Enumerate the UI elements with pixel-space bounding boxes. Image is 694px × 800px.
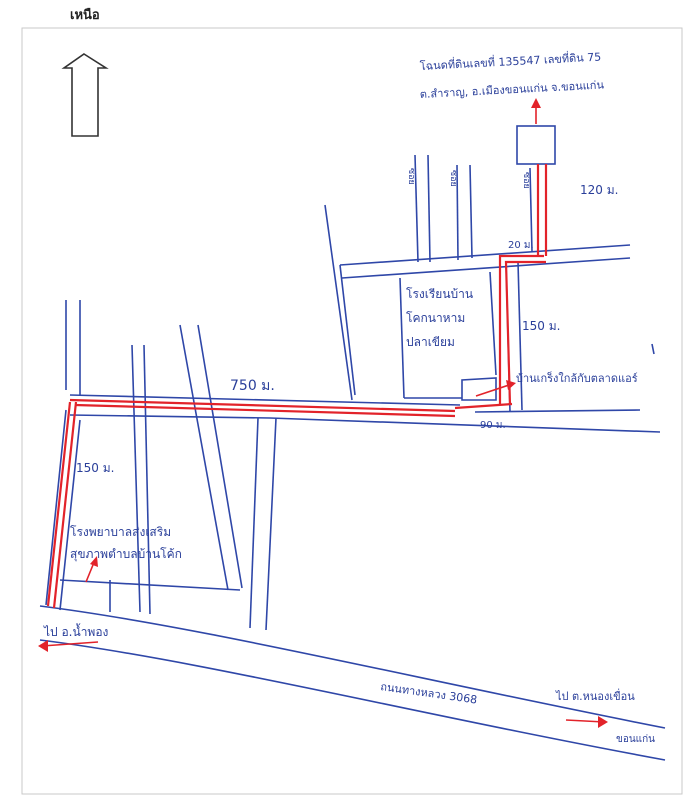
main-road-bottom — [69, 414, 661, 433]
upper-road-top — [339, 244, 631, 266]
school-road-w — [399, 277, 405, 399]
hospital-label-line2: สุขภาพตำบลบ้านโค้ก — [70, 547, 182, 562]
shop-box — [461, 377, 497, 401]
school-label-line3: ปลาเขียม — [406, 335, 455, 349]
north-arrow-icon — [61, 53, 109, 137]
soi-2-w — [456, 164, 459, 261]
route-main-segment-2 — [74, 403, 456, 418]
highway-bottom-edge — [39, 639, 666, 761]
main-road-top — [69, 394, 461, 406]
center-road-e — [265, 417, 277, 631]
soi-3-w — [529, 167, 533, 253]
mid-road-a — [131, 344, 141, 613]
left-road-e — [59, 419, 81, 611]
road-east-extension — [474, 409, 641, 413]
distance-150m-left: 150 ม. — [76, 461, 114, 475]
school-road-e — [489, 271, 497, 376]
distance-750m: 750 ม. — [230, 378, 275, 394]
arrow-right-shaft — [565, 719, 605, 723]
highway-top-edge — [39, 605, 666, 729]
upper-road-w2 — [339, 264, 356, 396]
diagonal-road-b — [197, 324, 243, 589]
soi-label-1: ซอย — [406, 168, 416, 185]
road-name-label: ถนนทางหลวง 3068 — [380, 680, 478, 706]
map-border — [21, 27, 683, 795]
arrow-left-icon — [38, 640, 48, 652]
upper-road-w1 — [324, 204, 353, 401]
soi-1-w — [414, 154, 419, 263]
left-road-w — [45, 409, 67, 606]
arrow-up-icon — [531, 98, 541, 108]
hospital-block-top — [59, 579, 241, 591]
hospital-label-line1: โรงพยาบาลส่งเสริม — [70, 525, 171, 539]
soi-2-e — [469, 164, 473, 259]
distance-20m: 20 ม. — [508, 240, 534, 251]
mid-road-b — [143, 344, 151, 615]
diagonal-road-a — [179, 324, 229, 591]
shop-label: บ้านเกร็งใกล้กับตลาดแอร์ — [516, 371, 638, 385]
destination-plot — [516, 125, 556, 165]
school-label-line2: โคกนาหาม — [406, 311, 465, 325]
destination-label-line1: โฉนดที่ดินเลขที่ 135547 เลขที่ดิน 75 — [419, 49, 601, 73]
road-network — [39, 125, 666, 761]
east-road-e — [517, 261, 523, 411]
school-label-line1: โรงเรียนบ้าน — [406, 287, 473, 301]
arrow-right-icon — [598, 716, 608, 728]
to-right-label-line1: ไป ต.หนองเขื่อน — [555, 688, 635, 703]
to-left-label: ไป อ.น้ำพอง — [43, 623, 108, 639]
hospital-arrow-icon — [90, 556, 98, 567]
distance-150m-right: 150 ม. — [522, 319, 560, 333]
soi-label-3: ซอย — [521, 172, 531, 189]
arrow-left-shaft — [41, 641, 99, 647]
destination-label-line2: ต.สำราญ, อ.เมืองขอนแก่น จ.ขอนแก่น — [419, 78, 604, 101]
route-path — [46, 164, 548, 609]
route-east-segment-2 — [504, 260, 546, 406]
soi-1-e — [427, 154, 431, 263]
north-label: เหนือ — [70, 8, 100, 23]
distance-120m: 120 ม. — [580, 183, 618, 197]
distance-90m: 90 ม. — [480, 420, 506, 431]
center-road-w — [249, 417, 259, 629]
upper-road-bottom — [341, 257, 631, 279]
route-90m-segment — [454, 402, 513, 410]
route-left-segment-2 — [52, 401, 78, 609]
route-left-segment — [46, 401, 72, 607]
direction-arrows — [38, 98, 608, 728]
route-main-segment — [69, 398, 456, 413]
route-east-segment — [498, 254, 544, 405]
shop-arrow-shaft — [475, 383, 513, 397]
soi-label-2: ซอย — [448, 170, 458, 187]
to-right-label-line2: ขอนแก่น — [616, 734, 655, 745]
shop-arrow-icon — [506, 380, 516, 390]
stray-mark — [651, 343, 655, 355]
